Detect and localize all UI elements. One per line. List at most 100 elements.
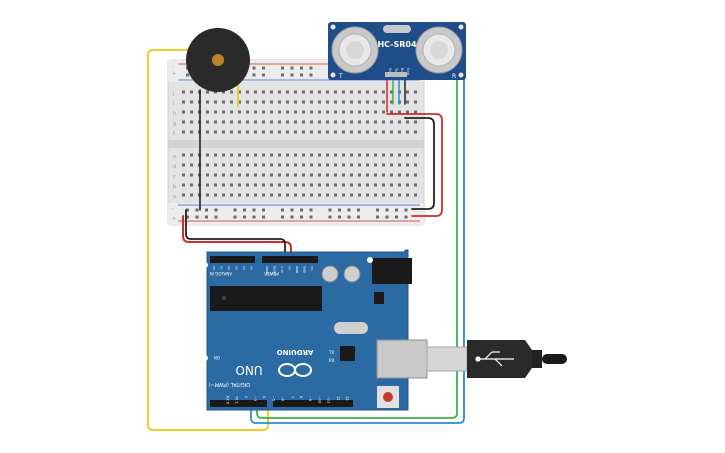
breadboard-hole xyxy=(406,163,409,167)
wire-yellow-buzzer-signal xyxy=(147,49,269,431)
arduino-model-label: UNO xyxy=(235,363,262,377)
breadboard-hole xyxy=(318,100,321,104)
breadboard-hole xyxy=(398,183,401,187)
breadboard-hole xyxy=(254,153,257,157)
sensor-mount-hole xyxy=(330,72,336,78)
breadboard-hole xyxy=(414,153,417,157)
rail-hole xyxy=(338,208,341,212)
breadboard-hole xyxy=(238,90,241,94)
breadboard-hole xyxy=(406,183,409,187)
breadboard-hole xyxy=(310,173,313,177)
breadboard-hole xyxy=(246,153,249,157)
rail-hole xyxy=(262,73,265,77)
breadboard-hole xyxy=(214,193,217,197)
rail-hole xyxy=(395,208,398,212)
wires xyxy=(147,49,465,431)
breadboard-hole xyxy=(398,110,401,114)
breadboard-hole xyxy=(262,100,265,104)
breadboard-hole xyxy=(334,100,337,104)
rail-hole xyxy=(300,208,303,212)
breadboard-hole xyxy=(406,120,409,124)
reset-button-cap[interactable] xyxy=(383,392,393,402)
breadboard-hole xyxy=(350,130,353,134)
breadboard-hole xyxy=(294,183,297,187)
breadboard-hole xyxy=(214,130,217,134)
row-letter-i: i xyxy=(173,101,174,107)
breadboard-hole xyxy=(326,183,329,187)
breadboard-hole xyxy=(190,130,193,134)
breadboard-hole xyxy=(230,90,233,94)
breadboard-hole xyxy=(294,110,297,114)
rail-hole xyxy=(262,208,265,212)
breadboard-hole xyxy=(278,110,281,114)
usb-port xyxy=(376,339,428,379)
breadboard-hole xyxy=(414,183,417,187)
digital-pin-label: 2 xyxy=(244,396,248,398)
breadboard-hole xyxy=(270,193,273,197)
breadboard-hole xyxy=(366,153,369,157)
breadboard-hole xyxy=(350,120,353,124)
breadboard-hole xyxy=(350,100,353,104)
power-pin-label: Vin xyxy=(310,266,314,271)
buzzer xyxy=(186,28,250,92)
breadboard-hole xyxy=(366,173,369,177)
breadboard-hole xyxy=(246,90,249,94)
breadboard-hole xyxy=(350,173,353,177)
breadboard-hole xyxy=(214,90,217,94)
row-letter-h: h xyxy=(173,111,176,117)
breadboard-hole xyxy=(294,120,297,124)
breadboard-hole xyxy=(254,173,257,177)
breadboard-hole xyxy=(190,193,193,197)
digital-pin-label: 8 xyxy=(299,396,303,398)
breadboard-hole xyxy=(342,163,345,167)
analog-header xyxy=(210,256,255,263)
row-letter-c: c xyxy=(173,174,176,180)
breadboard-hole xyxy=(262,120,265,124)
breadboard-hole xyxy=(358,120,361,124)
breadboard-hole xyxy=(302,173,305,177)
breadboard-hole xyxy=(366,130,369,134)
wire-blue-trig xyxy=(250,77,465,424)
breadboard-hole xyxy=(214,173,217,177)
breadboard-hole xyxy=(254,183,257,187)
bottom-rail-plus-label: + xyxy=(172,216,176,222)
breadboard-hole xyxy=(190,163,193,167)
rail-hole xyxy=(328,208,332,212)
rail-hole xyxy=(186,208,189,212)
breadboard-hole xyxy=(230,193,233,197)
breadboard-hole xyxy=(318,120,321,124)
breadboard-hole xyxy=(374,110,377,114)
breadboard-hole xyxy=(414,110,417,114)
power-pin-label: GND xyxy=(303,266,307,274)
breadboard-hole xyxy=(366,193,369,197)
breadboard-hole xyxy=(390,130,393,134)
breadboard-hole xyxy=(326,90,329,94)
analog-pin-label: A4 xyxy=(242,266,246,270)
breadboard-hole xyxy=(374,130,377,134)
breadboard-hole xyxy=(214,120,217,124)
breadboard-hole xyxy=(246,130,249,134)
breadboard-hole xyxy=(342,183,345,187)
rail-hole xyxy=(290,73,294,77)
breadboard-hole xyxy=(190,90,193,94)
breadboard-hole xyxy=(278,100,281,104)
breadboard-hole xyxy=(414,130,417,134)
breadboard-hole xyxy=(190,110,193,114)
usb-cable xyxy=(426,340,567,378)
breadboard-hole xyxy=(206,193,209,197)
rail-hole xyxy=(281,215,284,219)
digital-pin-label: 12 xyxy=(336,396,340,400)
breadboard-hole xyxy=(238,173,241,177)
breadboard-hole xyxy=(414,163,417,167)
rail-hole xyxy=(214,208,218,212)
row-letter-f: f xyxy=(173,131,175,137)
breadboard-hole xyxy=(318,110,321,114)
breadboard-hole xyxy=(206,110,209,114)
breadboard-hole xyxy=(270,90,273,94)
breadboard-hole xyxy=(334,120,337,124)
breadboard-hole xyxy=(342,110,345,114)
breadboard-hole xyxy=(238,120,241,124)
breadboard-hole xyxy=(262,193,265,197)
digital-pin-label: ~10 xyxy=(317,396,321,403)
breadboard-hole xyxy=(246,193,249,197)
